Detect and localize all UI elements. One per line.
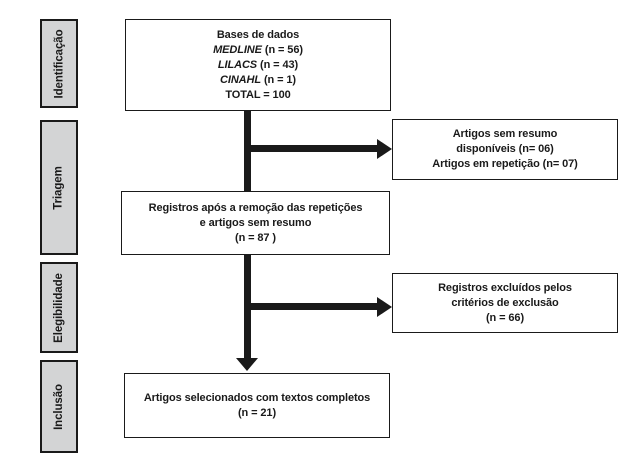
- screening-box: Registros após a remoção das repetições …: [121, 191, 390, 255]
- arrowhead-right-icon: [377, 297, 392, 317]
- excluded-eligibility-box: Registros excluídos pelos critérios de e…: [392, 273, 618, 333]
- excluded-screening-line: Artigos sem resumo: [452, 128, 558, 140]
- excluded-eligibility-line: (n = 66): [485, 311, 525, 324]
- screening-line: Registros após a remoção das repetições: [148, 201, 363, 214]
- included-line: (n = 21): [237, 406, 277, 419]
- connector-to-excluded-screening: [247, 145, 377, 152]
- connector-to-excluded-eligibility: [247, 303, 377, 310]
- excluded-screening-box: Artigos sem resumo disponíveis (n= 06) A…: [392, 119, 618, 180]
- excluded-eligibility-line: Registros excluídos pelos: [438, 281, 572, 294]
- arrowhead-right-icon: [377, 139, 392, 159]
- stage-screening-label: Triagem: [53, 165, 65, 210]
- stage-inclusion: Inclusão: [40, 360, 78, 453]
- excluded-screening-line: Artigos em repetição (n= 07): [432, 158, 578, 170]
- stage-identification: Identificação: [40, 19, 78, 108]
- stage-inclusion-label: Inclusão: [53, 383, 66, 430]
- included-line: Artigos selecionados com textos completo…: [143, 391, 371, 404]
- databases-source-lilacs: LILACS(n = 43): [217, 58, 299, 71]
- databases-source-medline: MEDLINE(n = 56): [213, 43, 303, 56]
- databases-box: Bases de dados MEDLINE(n = 56) LILACS(n …: [125, 19, 391, 111]
- stage-identification-label: Identificação: [53, 29, 65, 98]
- stage-eligibility-label: Elegibilidade: [53, 272, 66, 343]
- screening-line: e artigos sem resumo: [199, 216, 312, 229]
- databases-title: Bases de dados: [216, 28, 300, 41]
- screening-line: (n = 87 ): [235, 231, 276, 244]
- excluded-screening-line: disponíveis (n= 06): [456, 143, 554, 155]
- databases-source-cinahl: CINAHL(n = 1): [220, 73, 296, 86]
- excluded-eligibility-line: critérios de exclusão: [451, 296, 559, 309]
- databases-total: TOTAL = 100: [225, 88, 291, 101]
- included-box: Artigos selecionados com textos completo…: [124, 373, 390, 438]
- stage-screening: Triagem: [40, 120, 78, 255]
- stage-eligibility: Elegibilidade: [40, 262, 78, 353]
- arrowhead-down-icon: [236, 358, 258, 371]
